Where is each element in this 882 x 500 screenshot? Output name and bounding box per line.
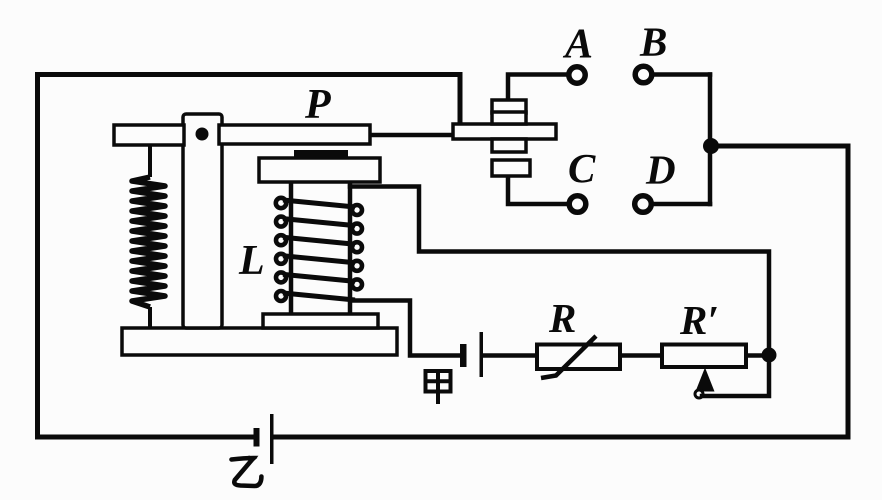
svg-text:R′: R′: [679, 297, 719, 343]
svg-text:A: A: [562, 22, 593, 68]
svg-text:C: C: [568, 145, 596, 191]
svg-text:R: R: [548, 295, 576, 341]
svg-text:L: L: [238, 238, 265, 284]
svg-text:B: B: [639, 19, 667, 65]
svg-text:D: D: [645, 147, 676, 193]
svg-text:P: P: [304, 82, 331, 128]
